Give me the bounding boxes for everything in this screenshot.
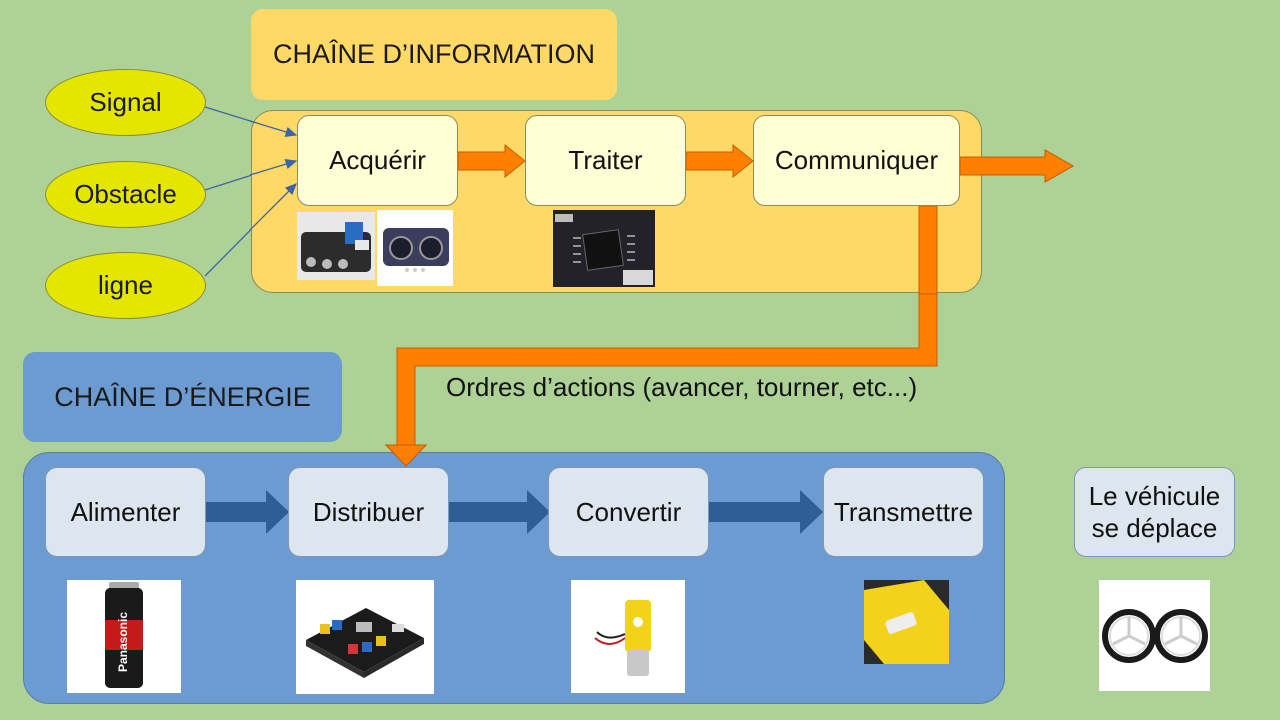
ultrasonic-sensor-image bbox=[377, 210, 453, 286]
connector-ligne-top bbox=[249, 183, 297, 231]
arrow-communiquer-out-top bbox=[959, 149, 1075, 183]
result-line1: Le véhicule bbox=[1088, 481, 1221, 511]
arrow-alimenter-distribuer-top bbox=[206, 490, 289, 534]
connector-obstacle-top bbox=[249, 159, 298, 176]
step-distribuer: Distribuer bbox=[288, 467, 449, 557]
control-board-image bbox=[296, 580, 434, 694]
orders-arrowhead-top bbox=[384, 444, 428, 467]
step-transmettre: Transmettre bbox=[823, 467, 984, 557]
step-acquerir: Acquérir bbox=[297, 115, 458, 206]
result-vehicle-moves: Le véhicule se déplace bbox=[1074, 467, 1235, 557]
step-communiquer: Communiquer bbox=[753, 115, 960, 206]
arrow-traiter-communiquer-top bbox=[685, 143, 754, 179]
battery-image: Panasonic bbox=[67, 580, 181, 693]
wheels-image bbox=[1099, 580, 1210, 691]
orders-label: Ordres d’actions (avancer, tourner, etc.… bbox=[446, 372, 918, 402]
connector-signal-top bbox=[249, 120, 298, 137]
arrow-acquerir-traiter-top bbox=[457, 143, 526, 179]
gear-motor-image bbox=[571, 580, 685, 693]
step-convertir: Convertir bbox=[548, 467, 709, 557]
step-alimenter: Alimenter bbox=[45, 467, 206, 557]
motor-shaft-image bbox=[864, 580, 949, 664]
arrow-distribuer-convertir-top bbox=[448, 490, 550, 534]
step-traiter: Traiter bbox=[525, 115, 686, 206]
input-obstacle: Obstacle bbox=[45, 161, 206, 228]
line-sensor-image bbox=[297, 212, 375, 280]
result-line2: se déplace bbox=[1091, 513, 1218, 543]
arrow-convertir-transmettre-top bbox=[708, 490, 823, 534]
orders-path-top bbox=[918, 205, 938, 295]
microcontroller-image bbox=[553, 210, 655, 287]
information-chain-title: CHAÎNE D’INFORMATION bbox=[251, 9, 617, 100]
input-signal: Signal bbox=[45, 69, 206, 136]
battery-brand-text: Panasonic bbox=[116, 612, 130, 672]
energy-chain-title: CHAÎNE D’ÉNERGIE bbox=[23, 352, 342, 442]
input-ligne: ligne bbox=[45, 252, 206, 319]
